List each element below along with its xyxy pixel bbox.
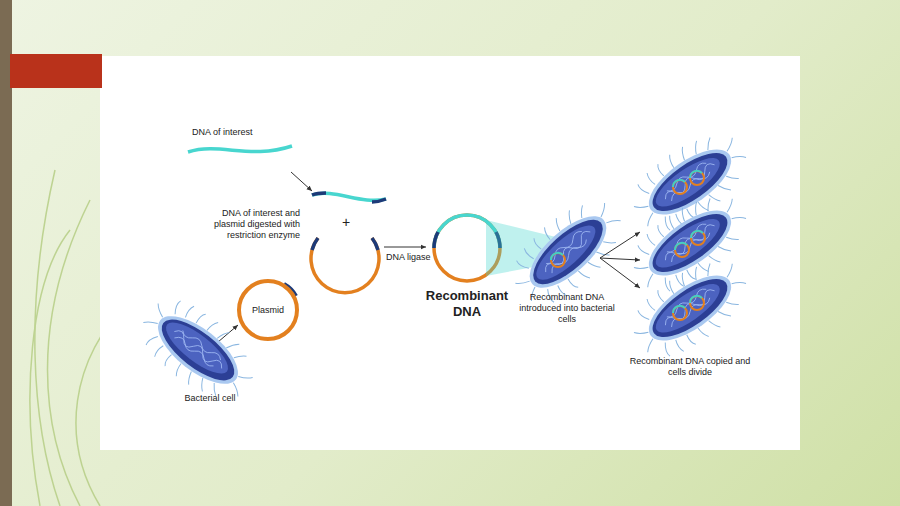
figure-label: + (338, 214, 354, 231)
node-label: Plasmid (241, 305, 295, 316)
plasmid-circle: Plasmid (237, 279, 299, 341)
figure-label: Recombinant DNA copied and cells divide (620, 356, 760, 378)
figure-label: Bacterial cell (160, 393, 260, 404)
figure-label: DNA of interest and plasmid digested wit… (196, 208, 300, 241)
figure-label: DNA ligase (386, 252, 446, 263)
figure-label: DNA of interest (192, 127, 302, 138)
figure-label: Recombinant DNA introduced into bacteria… (512, 292, 622, 325)
figure-title: Recombinant DNA (417, 288, 517, 320)
